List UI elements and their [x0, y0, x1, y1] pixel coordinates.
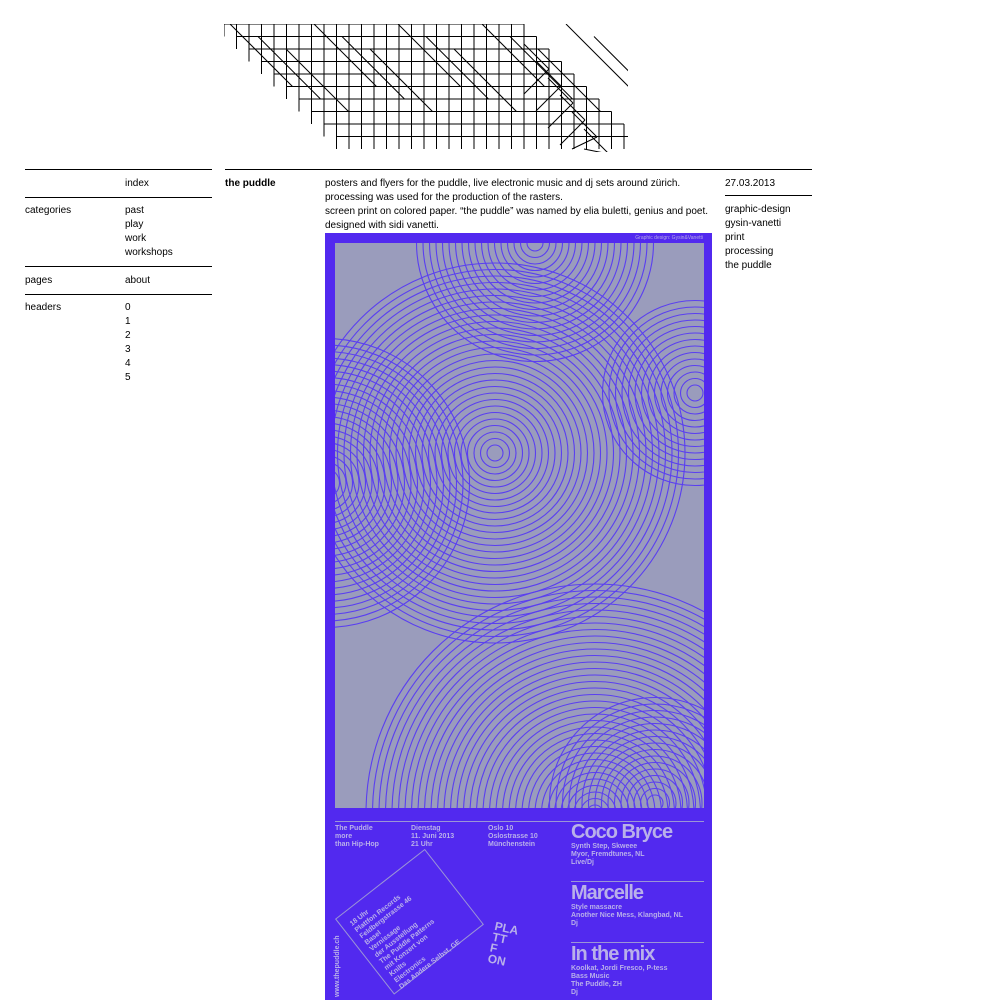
meta-divider: [725, 195, 812, 196]
nav-headers-label: headers: [25, 302, 62, 313]
poster-rule: [335, 821, 704, 822]
nav-categories-label: categories: [25, 205, 72, 216]
description-line: designed with sidi vanetti.: [325, 220, 439, 231]
poster-url: www.thepuddle.ch: [334, 935, 341, 997]
description-line: posters and flyers for the puddle, live …: [325, 178, 681, 189]
nav-divider: [25, 266, 212, 267]
tag-link[interactable]: processing: [725, 246, 774, 257]
site-logo-maze[interactable]: [224, 24, 628, 152]
nav-pages-list: about: [125, 274, 150, 288]
post-title[interactable]: the puddle: [225, 178, 276, 189]
nav-header-link[interactable]: 1: [125, 316, 131, 327]
post-divider: [225, 169, 812, 170]
description-line: screen print on colored paper. “the pudd…: [325, 206, 709, 217]
nav-divider: [25, 294, 212, 295]
nav-categories-list: past play work workshops: [125, 204, 173, 260]
poster-rule: [571, 881, 704, 882]
nav-header-link[interactable]: 4: [125, 358, 131, 369]
post-tags: graphic-design gysin-vanetti print proce…: [725, 203, 791, 273]
nav-page-link-about[interactable]: about: [125, 275, 151, 286]
nav-divider: [25, 169, 212, 170]
tag-link[interactable]: gysin-vanetti: [725, 218, 782, 229]
nav-pages-label: pages: [25, 275, 53, 286]
poster-act-title: In the mix: [571, 943, 655, 965]
poster-rule: [571, 942, 704, 943]
nav-headers-list: 0 1 2 3 4 5: [125, 301, 131, 385]
nav-category-link[interactable]: workshops: [125, 247, 173, 258]
poster-image: Graphic design: Gysin&Vanetti The Puddle…: [325, 233, 712, 1000]
nav-header-link[interactable]: 5: [125, 372, 131, 383]
poster-pattern: [335, 243, 704, 808]
nav-header-link[interactable]: 2: [125, 330, 131, 341]
description-line: processing was used for the production o…: [325, 192, 563, 203]
poster-act-title: Marcelle: [571, 882, 644, 904]
post-description: posters and flyers for the puddle, live …: [325, 177, 708, 233]
post-date: 27.03.2013: [725, 178, 776, 189]
nav-category-link[interactable]: play: [125, 219, 144, 230]
nav-category-link[interactable]: work: [125, 233, 147, 244]
tag-link[interactable]: graphic-design: [725, 204, 791, 215]
nav-divider: [25, 197, 212, 198]
poster-credit: Graphic design: Gysin&Vanetti: [635, 235, 703, 241]
concentric-arcs-pattern: [335, 243, 704, 808]
tag-link[interactable]: print: [725, 232, 745, 243]
nav-index[interactable]: index: [125, 177, 149, 191]
nav-category-link[interactable]: past: [125, 205, 144, 216]
nav-header-link[interactable]: 3: [125, 344, 131, 355]
nav-header-link[interactable]: 0: [125, 302, 131, 313]
poster-act-title: Coco Bryce: [571, 821, 673, 843]
tag-link[interactable]: the puddle: [725, 260, 772, 271]
nav-index-link[interactable]: index: [125, 178, 149, 189]
